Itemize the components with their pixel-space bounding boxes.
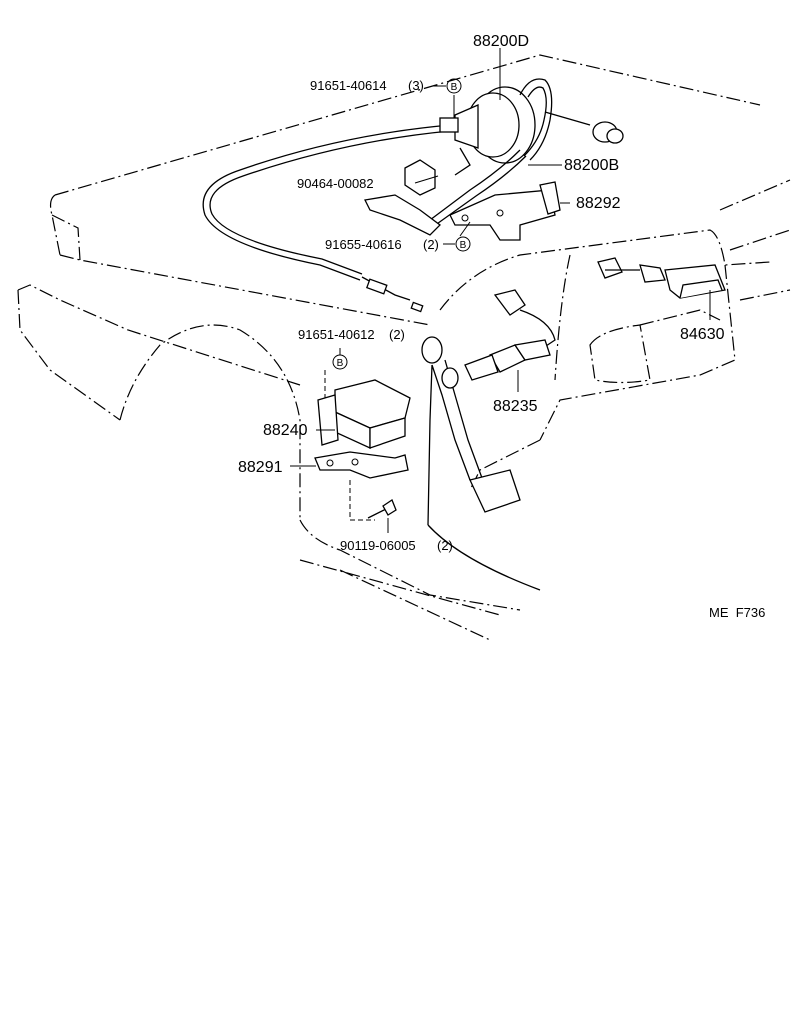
bolt-marker-text: B	[337, 358, 344, 369]
label-91655-40616-qty: (2)	[423, 237, 439, 252]
hose-88200B	[429, 149, 527, 227]
label-90119-06005-qty: (2)	[437, 538, 453, 553]
car-body-outline	[17, 54, 791, 641]
computer-88240	[317, 370, 411, 450]
label-88292: 88292	[576, 195, 621, 212]
sensor-88235	[464, 289, 556, 381]
label-91651-40612-qty: (2)	[389, 327, 405, 342]
label-90119-06005: 90119-06005	[340, 538, 416, 553]
leader-lines	[290, 48, 711, 533]
label-91651-40614: 91651-40614	[310, 78, 387, 93]
figure-code: ME F736	[709, 605, 765, 620]
label-88200D: 88200D	[473, 33, 529, 50]
label-90464-00082: 90464-00082	[297, 176, 374, 191]
label-88291: 88291	[238, 459, 283, 476]
bolt-marker-91651-40614: B	[446, 78, 462, 94]
bracket-88292	[449, 181, 561, 241]
pedal-arm	[421, 336, 541, 591]
label-88200B: 88200B	[564, 157, 619, 174]
switch-84630	[597, 257, 726, 299]
clamp-90464-00082	[364, 159, 441, 236]
bolt-marker-91655-40616: B	[455, 236, 471, 252]
control-cable	[202, 124, 451, 313]
bolt-marker-91651-40612: B	[332, 354, 348, 370]
bracket-88291	[314, 451, 409, 521]
label-91655-40616: 91655-40616	[325, 237, 402, 252]
label-88240: 88240	[263, 422, 308, 439]
bolt-90119-06005	[367, 499, 397, 519]
label-88235: 88235	[493, 398, 538, 415]
label-84630: 84630	[680, 326, 725, 343]
bolt-marker-text: B	[460, 240, 467, 251]
label-91651-40612: 91651-40612	[298, 327, 375, 342]
label-91651-40614-qty: (3)	[408, 78, 424, 93]
bolt-marker-text: B	[451, 82, 458, 93]
